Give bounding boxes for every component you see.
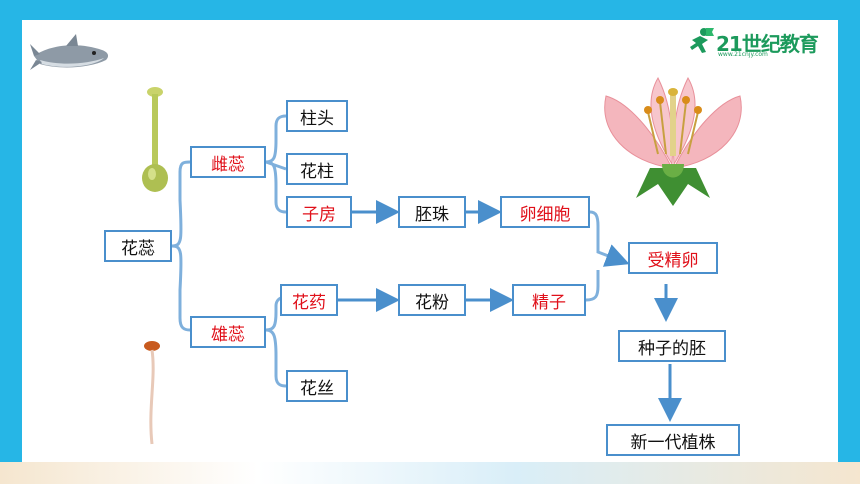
node-huazhu: 花柱 xyxy=(286,153,348,185)
node-xinyidai: 新一代植株 xyxy=(606,424,740,456)
node-jingzi: 精子 xyxy=(512,284,586,316)
node-huafen: 花粉 xyxy=(398,284,466,316)
node-zifang: 子房 xyxy=(286,196,352,228)
node-huarui: 花蕊 xyxy=(104,230,172,262)
node-huasi: 花丝 xyxy=(286,370,348,402)
logo-url: www.21cnjy.com xyxy=(718,51,768,58)
logo-text: 21世纪教育 xyxy=(716,32,819,56)
node-cirui: 雌蕊 xyxy=(190,146,266,178)
runner-logo-icon xyxy=(690,28,714,53)
node-xiongrui: 雄蕊 xyxy=(190,316,266,348)
node-zhongzi-pei: 种子的胚 xyxy=(618,330,726,362)
stamen-illustration xyxy=(144,341,160,445)
flower-cross-section-illustration xyxy=(604,76,742,206)
brand-logo: 21世纪教育 www.21cnjy.com xyxy=(686,26,831,62)
bottom-decoration xyxy=(0,462,860,484)
node-luanxibao: 卵细胞 xyxy=(500,196,590,228)
node-shoujingluan: 受精卵 xyxy=(628,242,718,274)
node-peizhu: 胚珠 xyxy=(398,196,466,228)
pistil-illustration xyxy=(142,87,168,192)
node-huayao: 花药 xyxy=(280,284,338,316)
node-zhutou: 柱头 xyxy=(286,100,348,132)
shark-illustration xyxy=(30,34,109,70)
